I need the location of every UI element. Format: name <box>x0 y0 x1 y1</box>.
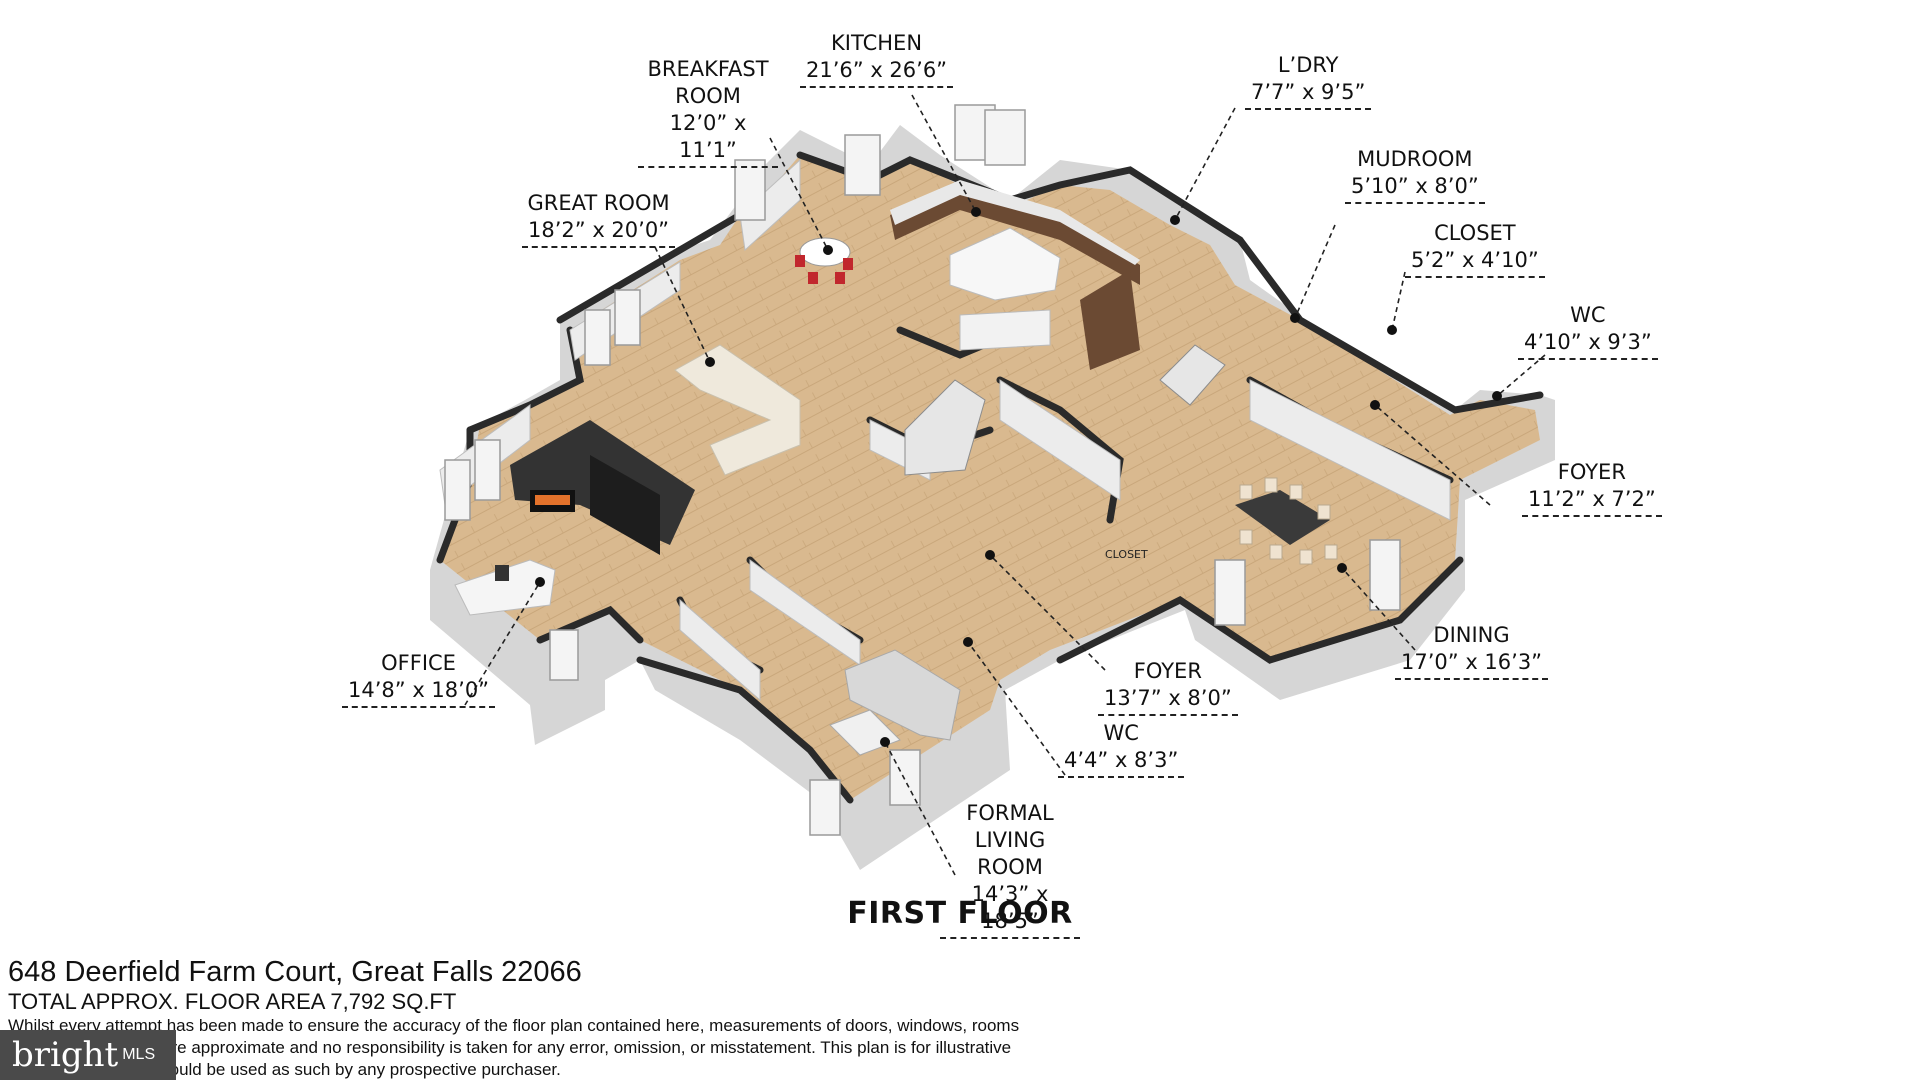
room-name: GREAT ROOM <box>527 191 670 215</box>
room-name: MUDROOM <box>1357 147 1473 171</box>
logo-brand: bright <box>12 1035 119 1075</box>
room-name: BREAKFAST ROOM <box>647 57 769 108</box>
room-label-formal-living: FORMAL LIVING ROOM 14’3” x 18’5” <box>940 800 1080 939</box>
room-label-breakfast-room: BREAKFAST ROOM 12’0” x 11’1” <box>638 56 778 168</box>
kitchen-cabinets <box>890 180 1140 370</box>
room-dimensions: 5’10” x 8’0” <box>1345 173 1485 204</box>
windows <box>444 104 1401 836</box>
room-dimensions: 13’7” x 8’0” <box>1098 685 1238 716</box>
room-label-foyer-main: FOYER 13’7” x 8’0” <box>1098 658 1238 716</box>
room-name: FOYER <box>1557 460 1626 484</box>
room-label-laundry: L’DRY 7’7” x 9’5” <box>1245 52 1372 110</box>
room-name: OFFICE <box>381 651 456 675</box>
closet-tag: CLOSET <box>1105 548 1148 561</box>
room-name: DINING <box>1433 623 1510 647</box>
room-label-wc-right: WC 4’10” x 9’3” <box>1518 302 1658 360</box>
room-label-closet: CLOSET 5’2” x 4’10” <box>1405 220 1545 278</box>
room-label-dining: DINING 17’0” x 16’3” <box>1395 622 1549 680</box>
room-name: FOYER <box>1133 659 1202 683</box>
room-dimensions: 17’0” x 16’3” <box>1395 649 1549 680</box>
room-name: KITCHEN <box>831 31 923 55</box>
floor-area: TOTAL APPROX. FLOOR AREA 7,792 SQ.FT <box>8 989 457 1014</box>
room-dimensions: 14’8” x 18’0” <box>342 677 496 708</box>
office-desk <box>454 559 556 616</box>
room-dimensions: 5’2” x 4’10” <box>1405 247 1545 278</box>
room-name: L’DRY <box>1277 53 1339 77</box>
room-dimensions: 14’3” x 18’5” <box>940 881 1080 939</box>
room-label-office: OFFICE 14’8” x 18’0” <box>342 650 496 708</box>
fireplace-wall <box>510 420 695 555</box>
room-dimensions: 18’2” x 20’0” <box>522 217 676 248</box>
listing-footer: 648 Deerfield Farm Court, Great Falls 22… <box>8 955 1108 1081</box>
room-dimensions: 11’2” x 7’2” <box>1522 486 1662 517</box>
dining-table <box>1235 477 1338 565</box>
room-label-kitchen: KITCHEN 21’6” x 26’6” <box>800 30 954 88</box>
room-label-foyer-right: FOYER 11’2” x 7’2” <box>1522 459 1662 517</box>
room-name: FORMAL LIVING ROOM <box>966 801 1054 879</box>
stairs <box>904 344 1226 476</box>
room-label-wc-lower: WC 4’4” x 8’3” <box>1058 720 1185 778</box>
room-name: WC <box>1103 721 1139 745</box>
room-dimensions: 4’4” x 8’3” <box>1058 747 1185 778</box>
room-dimensions: 7’7” x 9’5” <box>1245 79 1372 110</box>
room-dimensions: 21’6” x 26’6” <box>800 57 954 88</box>
room-name: CLOSET <box>1434 221 1516 245</box>
room-label-mudroom: MUDROOM 5’10” x 8’0” <box>1345 146 1485 204</box>
room-markers <box>535 207 1502 747</box>
great-room-sofa <box>674 344 801 476</box>
room-dimensions: 4’10” x 9’3” <box>1518 329 1658 360</box>
property-address: 648 Deerfield Farm Court, Great Falls 22… <box>8 956 582 988</box>
floor-title: FIRST FLOOR <box>847 896 1073 931</box>
bright-mls-logo: bright MLS <box>0 1030 176 1080</box>
leader-lines <box>464 94 1546 876</box>
room-dimensions: 12’0” x 11’1” <box>638 110 778 168</box>
logo-suffix: MLS <box>122 1046 156 1063</box>
room-label-great-room: GREAT ROOM 18’2” x 20’0” <box>522 190 676 248</box>
room-name: WC <box>1570 303 1606 327</box>
